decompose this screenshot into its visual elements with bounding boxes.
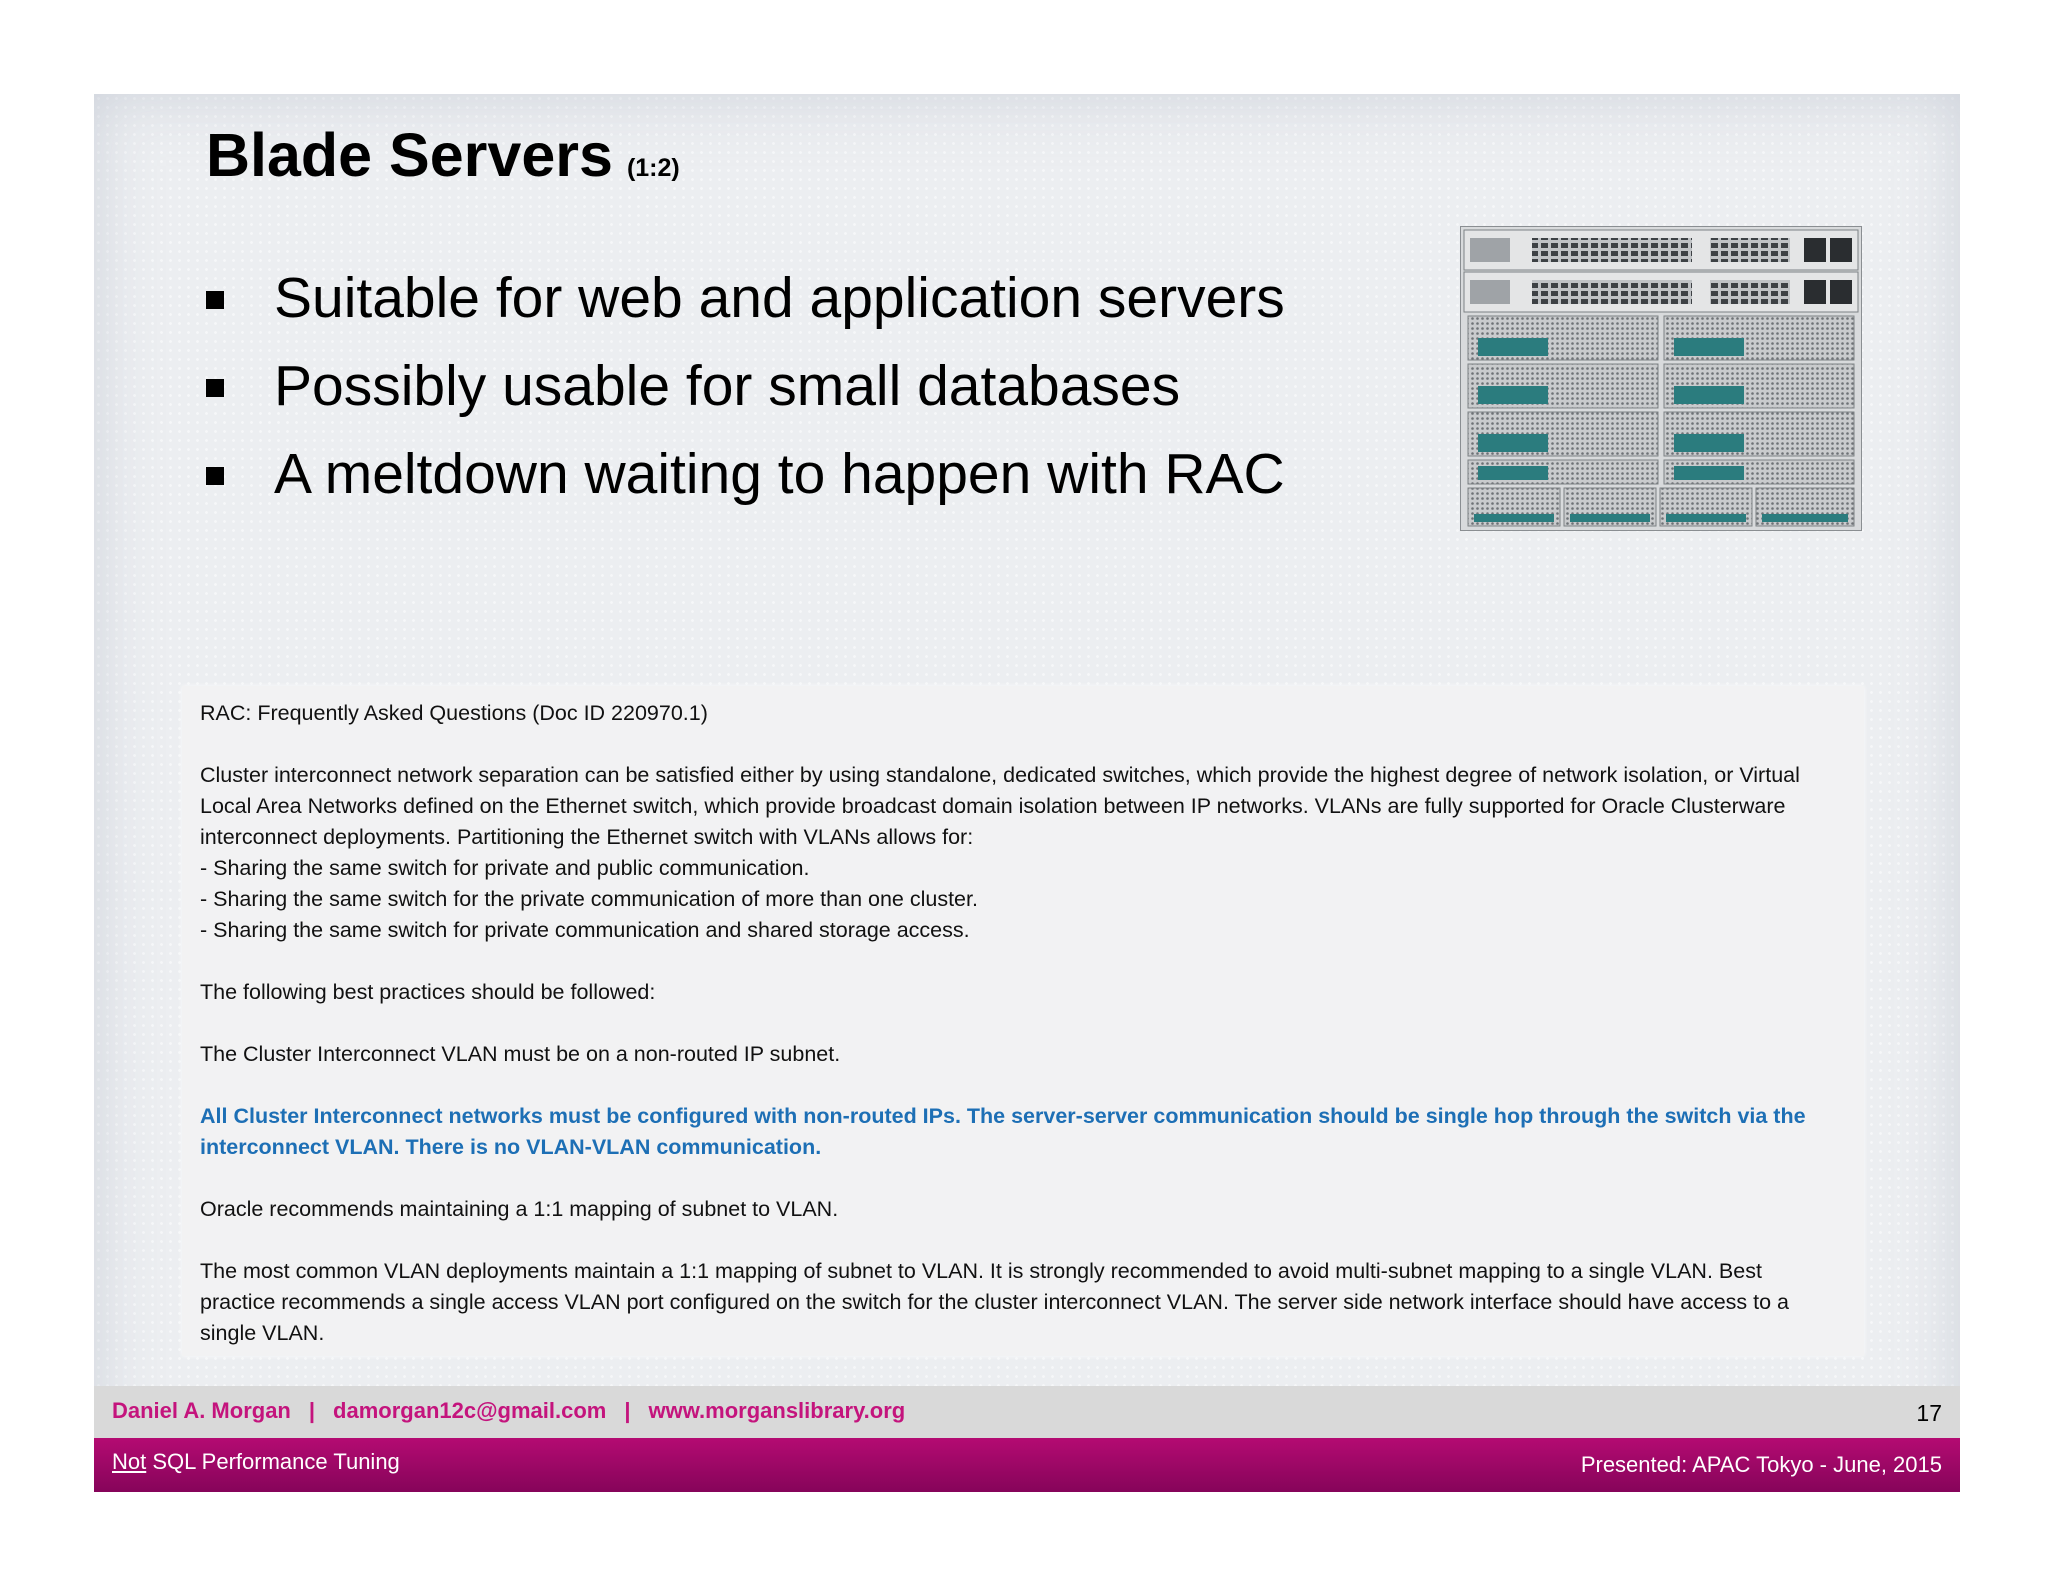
footer-series-not: Not [112,1449,147,1474]
blade-server-chassis-image [1460,226,1862,531]
note-paragraph: The Cluster Interconnect VLAN must be on… [200,1042,841,1066]
bullet-item: Possibly usable for small databases [206,342,1285,430]
footer-email-link[interactable]: damorgan12c@gmail.com [333,1398,607,1423]
footer-separator: | [624,1398,631,1423]
footer-presented: Presented: APAC Tokyo - June, 2015 [1580,1452,1942,1477]
square-bullet-icon [206,379,224,397]
note-highlight-paragraph: All Cluster Interconnect networks must b… [200,1104,1806,1159]
footer-band: Not SQL Performance Tuning Presented: AP… [94,1438,1960,1492]
footer-series-rest: SQL Performance Tuning [146,1449,400,1474]
bullet-list: Suitable for web and application servers… [206,254,1285,518]
page-number: 17 [1916,1400,1942,1426]
footer-website-link[interactable]: www.morganslibrary.org [648,1398,906,1423]
footer-separator: | [308,1398,316,1423]
slide-title-text: Blade Servers [206,121,613,189]
note-paragraph: The most common VLAN deployments maintai… [200,1259,1790,1345]
note-paragraph: Oracle recommends maintaining a 1:1 mapp… [200,1197,839,1221]
slide-title-suffix: (1:2) [626,154,680,182]
square-bullet-icon [206,291,224,309]
rac-faq-note: RAC: Frequently Asked Questions (Doc ID … [182,686,1864,1356]
note-paragraph: Cluster interconnect network separation … [200,763,1800,849]
note-paragraph: The following best practices should be f… [200,980,656,1004]
slide: Blade Servers (1:2) Suitable for web and … [94,94,1960,1492]
bullet-text: A meltdown waiting to happen with RAC [274,442,1285,506]
bullet-text: Possibly usable for small databases [274,354,1181,418]
footer-series-title: Not SQL Performance Tuning [112,1449,400,1475]
note-heading: RAC: Frequently Asked Questions (Doc ID … [200,701,708,725]
note-list-item: - Sharing the same switch for the privat… [200,887,978,911]
bullet-item: A meltdown waiting to happen with RAC [206,430,1285,518]
square-bullet-icon [206,467,224,485]
footer-author: Daniel A. Morgan [112,1398,291,1423]
bullet-item: Suitable for web and application servers [206,254,1285,342]
bullet-text: Suitable for web and application servers [274,266,1285,330]
note-list-item: - Sharing the same switch for private an… [200,856,810,880]
slide-title: Blade Servers (1:2) [206,120,680,190]
note-list-item: - Sharing the same switch for private co… [200,918,970,942]
footer-contact-bar: Daniel A. Morgan | damorgan12c@gmail.com | w… [94,1386,1960,1438]
